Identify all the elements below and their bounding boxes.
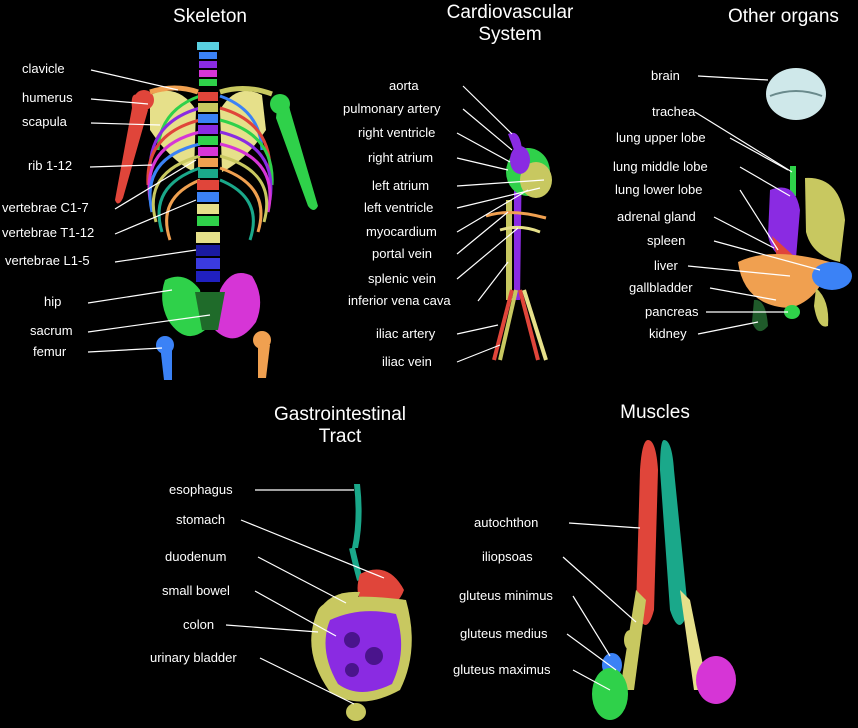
label-iliopsoas: iliopsoas	[482, 549, 533, 564]
label-scapula: scapula	[22, 114, 67, 129]
skeleton-title: Skeleton	[173, 6, 247, 27]
cardio-title: Cardiovascular System	[446, 2, 574, 45]
label-aorta: aorta	[389, 78, 419, 93]
label-humerus: humerus	[22, 90, 73, 105]
label-portal-vein: portal vein	[372, 246, 432, 261]
label-urinary-bladder: urinary bladder	[150, 650, 237, 665]
label-vertebrae-c: vertebrae C1-7	[2, 200, 89, 215]
label-gluteus-minimus: gluteus minimus	[459, 588, 553, 603]
label-sacrum: sacrum	[30, 323, 73, 338]
label-clavicle: clavicle	[22, 61, 65, 76]
vertebrae-shape	[196, 42, 220, 282]
label-gallbladder: gallbladder	[629, 280, 693, 295]
label-colon: colon	[183, 617, 215, 632]
label-vertebrae-l: vertebrae L1-5	[5, 253, 90, 268]
label-pancreas: pancreas	[645, 304, 699, 319]
label-femur: femur	[33, 344, 67, 359]
hip-shape	[162, 273, 261, 339]
label-trachea: trachea	[652, 104, 696, 119]
label-right-atrium: right atrium	[368, 150, 434, 165]
label-pulmonary-artery: pulmonary artery	[343, 101, 441, 116]
label-stomach: stomach	[176, 512, 226, 527]
clavicle-shape	[149, 85, 273, 97]
label-lung-middle-lobe: lung middle lobe	[613, 159, 708, 174]
label-left-ventricle: left ventricle	[364, 200, 434, 215]
label-duodenum: duodenum	[165, 549, 227, 564]
label-iliac-artery: iliac artery	[376, 326, 436, 341]
label-left-atrium: left atrium	[372, 178, 430, 193]
label-right-ventricle: right ventricle	[358, 125, 436, 140]
skeleton-illustration	[115, 42, 318, 380]
label-hip: hip	[44, 294, 62, 309]
label-brain: brain	[651, 68, 680, 83]
label-autochthon: autochthon	[474, 515, 539, 530]
femur-shape	[156, 331, 271, 380]
label-iliac-vein: iliac vein	[382, 354, 432, 369]
other-organs-title: Other organs	[728, 6, 839, 27]
gi-illustration	[311, 484, 412, 721]
label-spleen: spleen	[647, 233, 686, 248]
label-adrenal-gland: adrenal gland	[617, 209, 696, 224]
muscles-illustration	[592, 440, 736, 720]
label-liver: liver	[654, 258, 678, 273]
organs-illustration	[738, 68, 852, 332]
label-myocardium: myocardium	[366, 224, 437, 239]
label-kidney: kidney	[649, 326, 687, 341]
muscles-title: Muscles	[620, 402, 690, 423]
label-esophagus: esophagus	[169, 482, 233, 497]
gi-title: Gastrointestinal Tract	[273, 404, 406, 447]
leader-lines	[87, 69, 821, 705]
label-rib: rib 1-12	[28, 158, 73, 173]
label-small-bowel: small bowel	[162, 583, 230, 598]
label-gluteus-maximus: gluteus maximus	[453, 662, 551, 677]
label-inferior-vena-cava: inferior vena cava	[348, 293, 451, 308]
label-gluteus-medius: gluteus medius	[460, 626, 548, 641]
label-splenic-vein: splenic vein	[368, 271, 436, 286]
humerus-shape	[115, 90, 318, 210]
label-lung-upper-lobe: lung upper lobe	[616, 130, 706, 145]
label-lung-lower-lobe: lung lower lobe	[615, 182, 703, 197]
label-vertebrae-t: vertebrae T1-12	[2, 225, 95, 240]
